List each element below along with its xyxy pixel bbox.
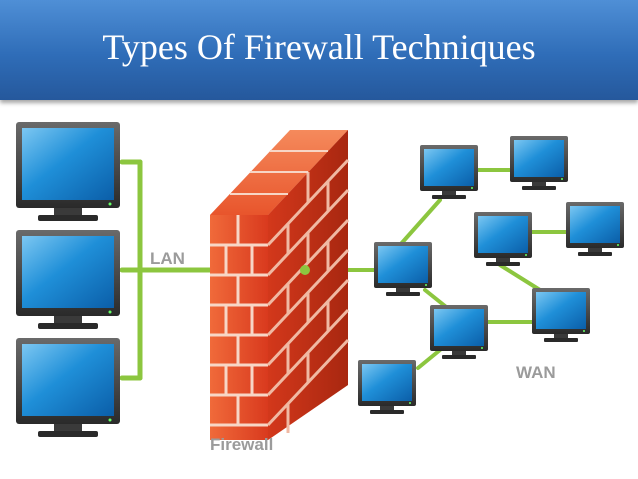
wan-label: WAN	[516, 363, 556, 382]
wan-computer-2	[510, 136, 568, 190]
lan-computer-1	[16, 122, 120, 221]
firewall-link-node	[300, 265, 310, 275]
wan-computer-8	[358, 360, 416, 414]
wan-computer-6	[532, 288, 590, 342]
brick-wall-icon	[210, 130, 350, 440]
wan-computer-7	[430, 305, 488, 359]
lan-computer-3	[16, 338, 120, 437]
wan-computer-1	[420, 145, 478, 199]
lan-computer-2	[16, 230, 120, 329]
firewall-label: Firewall	[210, 435, 273, 454]
wan-computer-5	[374, 242, 432, 296]
title-bar: Types Of Firewall Techniques	[0, 0, 638, 100]
firewall-wall	[210, 130, 350, 440]
wan-computer-4	[566, 202, 624, 256]
wan-computer-3	[474, 212, 532, 266]
lan-label: LAN	[150, 249, 185, 268]
page-title: Types Of Firewall Techniques	[102, 27, 536, 67]
